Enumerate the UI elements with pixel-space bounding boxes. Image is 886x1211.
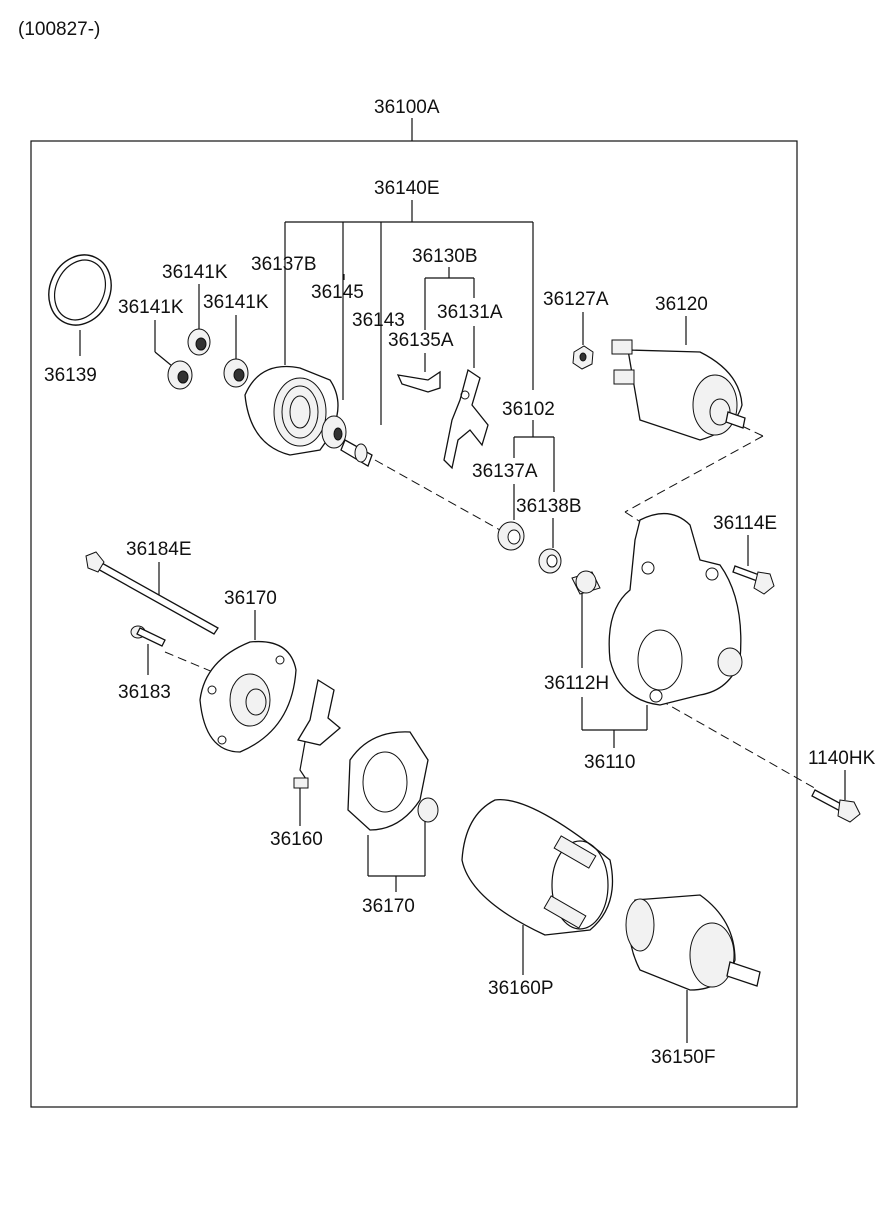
part-36141K-gear-c[interactable]	[223, 358, 249, 388]
label-36170-top[interactable]: 36170	[224, 588, 277, 609]
assembly-axis-lines	[164, 425, 819, 791]
label-36183[interactable]: 36183	[118, 682, 171, 703]
label-36127A[interactable]: 36127A	[543, 289, 609, 310]
part-36170-rear-bracket[interactable]	[199, 640, 297, 753]
label-36141K-top[interactable]: 36141K	[162, 262, 228, 283]
part-36183-screw[interactable]	[130, 625, 166, 647]
label-36131A[interactable]: 36131A	[437, 302, 503, 323]
label-36141K-right[interactable]: 36141K	[203, 292, 269, 313]
label-36138B[interactable]: 36138B	[516, 496, 582, 517]
label-1140HK[interactable]: 1140HK	[808, 748, 876, 769]
label-36120[interactable]: 36120	[655, 294, 708, 315]
part-36170-brush-holder[interactable]	[347, 731, 439, 831]
part-36120-solenoid[interactable]	[611, 339, 746, 441]
part-36139-seal-ring[interactable]	[38, 245, 123, 336]
label-36110[interactable]: 36110	[584, 752, 635, 773]
part-1140HK-bolt[interactable]	[811, 789, 861, 823]
label-36100A[interactable]: 36100A	[374, 97, 440, 118]
label-36143[interactable]: 36143	[352, 310, 405, 331]
header-code: (100827-)	[18, 19, 100, 40]
part-36110-front-housing[interactable]	[608, 513, 743, 706]
part-36137A-washer[interactable]	[497, 521, 525, 551]
part-36131A-shift-lever[interactable]	[443, 368, 489, 470]
label-36135A[interactable]: 36135A	[388, 330, 454, 351]
part-36160-brush[interactable]	[293, 678, 342, 789]
label-36140E[interactable]: 36140E	[374, 178, 440, 199]
leader-lines	[79, 200, 846, 1043]
part-36141K-gear-a[interactable]	[187, 328, 211, 356]
part-36145-pinion[interactable]	[321, 415, 347, 449]
part-36184E-through-bolt[interactable]	[85, 551, 219, 635]
assembly-frame	[30, 140, 798, 1108]
label-36130B[interactable]: 36130B	[412, 246, 478, 267]
label-36145[interactable]: 36145	[311, 282, 364, 303]
part-36143-shaft[interactable]	[340, 439, 373, 467]
label-36184E[interactable]: 36184E	[126, 539, 192, 560]
label-36114E[interactable]: 36114E	[713, 513, 777, 534]
part-36150F-armature[interactable]	[625, 894, 761, 991]
label-36170-bottom[interactable]: 36170	[362, 896, 415, 917]
part-36160P-yoke[interactable]	[461, 799, 614, 936]
label-36112H[interactable]: 36112H	[544, 673, 609, 694]
part-36141K-gear-b[interactable]	[167, 360, 193, 390]
label-36137A[interactable]: 36137A	[472, 461, 538, 482]
part-36135A-lever-pin[interactable]	[396, 370, 441, 393]
label-36139[interactable]: 36139	[44, 365, 97, 386]
part-36112H-bushing[interactable]	[571, 570, 601, 595]
label-36160P[interactable]: 36160P	[488, 978, 554, 999]
label-36141K-left[interactable]: 36141K	[118, 297, 184, 318]
label-36150F[interactable]: 36150F	[651, 1047, 715, 1068]
label-36102[interactable]: 36102	[502, 399, 555, 420]
part-36138B-bushing[interactable]	[538, 548, 562, 574]
label-36137B[interactable]: 36137B	[251, 254, 317, 275]
part-36114E-bolt[interactable]	[732, 565, 775, 595]
part-36127A-nut[interactable]	[572, 345, 594, 370]
label-36160[interactable]: 36160	[270, 829, 323, 850]
